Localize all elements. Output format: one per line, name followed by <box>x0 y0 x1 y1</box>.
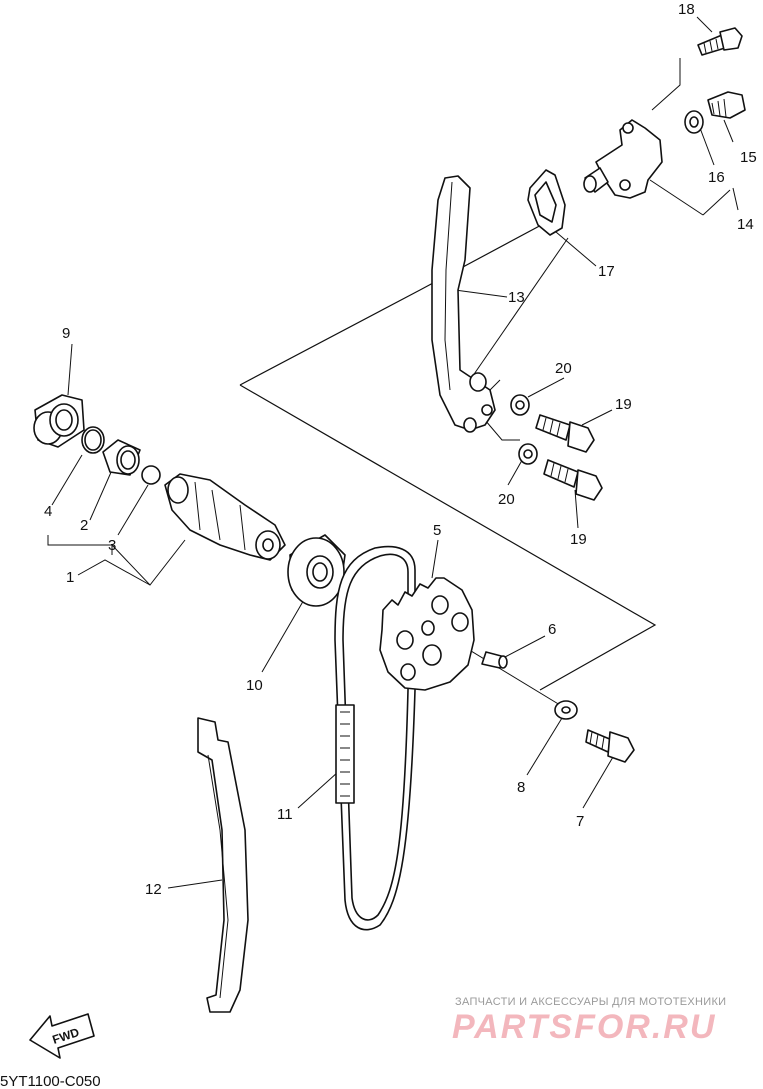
tensioner-part-14 <box>583 119 663 199</box>
callout-16: 16 <box>708 169 725 186</box>
callout-15: 15 <box>740 149 757 166</box>
callout-14: 14 <box>737 216 754 233</box>
watermark: ЗАПЧАСТИ И АКСЕССУАРЫ ДЛЯ МОТОТЕХНИКИ PA… <box>452 996 726 1046</box>
callout-19-upper: 19 <box>615 396 632 413</box>
circlip-part-4 <box>81 426 105 454</box>
callout-20-lower: 20 <box>498 491 515 508</box>
bolt-part-7 <box>585 729 635 763</box>
bearing-part-10 <box>287 534 346 607</box>
callout-13: 13 <box>508 289 525 306</box>
callout-20-upper: 20 <box>555 360 572 377</box>
callout-5: 5 <box>433 522 441 539</box>
plug-bolt-part-15 <box>707 91 746 119</box>
callout-19-lower: 19 <box>570 531 587 548</box>
callout-10: 10 <box>246 677 263 694</box>
bolt-part-19-upper <box>535 414 595 453</box>
watermark-tagline: ЗАПЧАСТИ И АКСЕССУАРЫ ДЛЯ МОТОТЕХНИКИ <box>455 996 726 1008</box>
callout-8: 8 <box>517 779 525 796</box>
callout-12: 12 <box>145 881 162 898</box>
camshaft-part-1 <box>164 473 286 561</box>
callout-11: 11 <box>277 806 293 823</box>
callout-17: 17 <box>598 263 615 280</box>
dowel-pin-part-6 <box>481 651 508 669</box>
callout-3: 3 <box>108 537 116 554</box>
callout-6: 6 <box>548 621 556 638</box>
bolt-part-18 <box>697 27 743 56</box>
washer-part-20-lower <box>518 443 538 465</box>
callout-labels: 1 2 3 4 5 6 7 8 9 10 11 12 13 14 15 16 1… <box>44 1 757 898</box>
tensioner-guide-part-13 <box>431 175 496 433</box>
washer-part-20-upper <box>510 394 530 416</box>
callout-9: 9 <box>62 325 70 342</box>
callout-4: 4 <box>44 503 52 520</box>
drawing-code: 5YT1100-C050 <box>0 1073 101 1089</box>
callout-18: 18 <box>678 1 695 18</box>
washer-part-16 <box>684 110 704 134</box>
chain-guide-part-12 <box>197 717 249 1013</box>
leader-lines <box>47 16 739 889</box>
callout-7: 7 <box>576 813 584 830</box>
bushing-part-2 <box>102 439 141 476</box>
washer-part-8 <box>554 700 578 720</box>
fwd-arrow: FWD <box>29 1013 95 1059</box>
watermark-brand: PARTSFOR.RU <box>452 1008 716 1046</box>
callout-2: 2 <box>80 517 88 534</box>
bolt-part-19-lower <box>543 459 603 501</box>
bearing-part-9 <box>33 394 85 448</box>
ball-part-3 <box>141 465 161 485</box>
gasket-part-17 <box>527 169 566 236</box>
sprocket-part-5 <box>379 577 475 691</box>
callout-1: 1 <box>66 569 74 586</box>
